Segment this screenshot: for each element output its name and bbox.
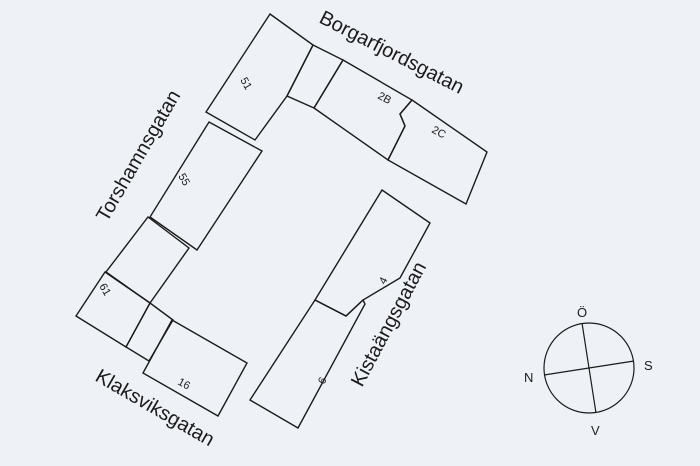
building-west-block xyxy=(105,216,190,304)
street-label-torshamnsgatan: Torshamnsgatan xyxy=(92,86,185,225)
building-number-4: 4 xyxy=(377,275,390,286)
building-number-2b: 2B xyxy=(376,90,394,107)
building-2b xyxy=(313,59,414,162)
building-2c xyxy=(387,99,488,206)
building-number-2c: 2C xyxy=(430,124,448,141)
building-number-16: 16 xyxy=(176,376,192,392)
building-outlines xyxy=(75,13,488,429)
street-label-borgarfjordsgatan: Borgarfjordsgatan xyxy=(316,7,468,99)
compass-label-west: V xyxy=(591,423,600,438)
building-61 xyxy=(75,271,151,348)
compass-label-south: S xyxy=(644,358,653,373)
building-number-51: 51 xyxy=(237,76,254,93)
building-51 xyxy=(205,13,314,141)
compass-label-east: Ö xyxy=(577,305,587,320)
building-connector-top xyxy=(286,44,344,109)
building-number-61: 61 xyxy=(96,282,113,299)
street-label-klaksviksgatan: Klaksviksgatan xyxy=(92,365,219,451)
building-16 xyxy=(142,319,248,417)
compass-axis-east-west xyxy=(581,322,597,414)
building-6 xyxy=(249,298,366,429)
building-number-55: 55 xyxy=(175,172,192,189)
street-label-kistaangsgatan: Kistaängsgatan xyxy=(347,258,431,390)
building-55 xyxy=(149,121,264,251)
compass-label-north: N xyxy=(524,370,533,385)
compass-circle xyxy=(543,322,635,414)
building-number-6: 6 xyxy=(316,375,329,386)
compass-rose: Ö N S V xyxy=(524,305,653,438)
